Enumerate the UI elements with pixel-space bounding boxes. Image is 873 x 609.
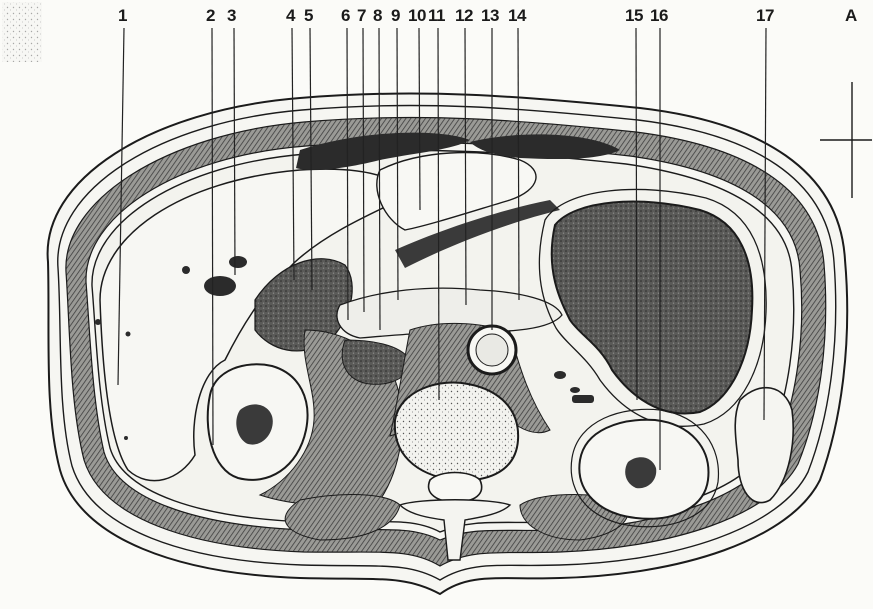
label-16: 16 <box>650 6 668 26</box>
panel-letter: A <box>845 6 857 26</box>
label-9: 9 <box>391 6 400 26</box>
label-4: 4 <box>286 6 295 26</box>
label-15: 15 <box>625 6 643 26</box>
label-13: 13 <box>481 6 499 26</box>
label-12: 12 <box>455 6 473 26</box>
scan-noise <box>2 2 42 62</box>
spinal-canal <box>429 473 482 503</box>
label-10: 10 <box>408 6 426 26</box>
label-8: 8 <box>373 6 382 26</box>
label-6: 6 <box>341 6 350 26</box>
aorta-lumen <box>476 334 508 366</box>
label-14: 14 <box>508 6 526 26</box>
orientation-cross <box>820 82 872 198</box>
label-2: 2 <box>206 6 215 26</box>
label-5: 5 <box>304 6 313 26</box>
vertebral-body <box>395 383 518 481</box>
label-11: 11 <box>428 6 445 26</box>
label-1: 1 <box>118 6 127 26</box>
label-3: 3 <box>227 6 236 26</box>
label-17: 17 <box>756 6 774 26</box>
label-7: 7 <box>357 6 366 26</box>
